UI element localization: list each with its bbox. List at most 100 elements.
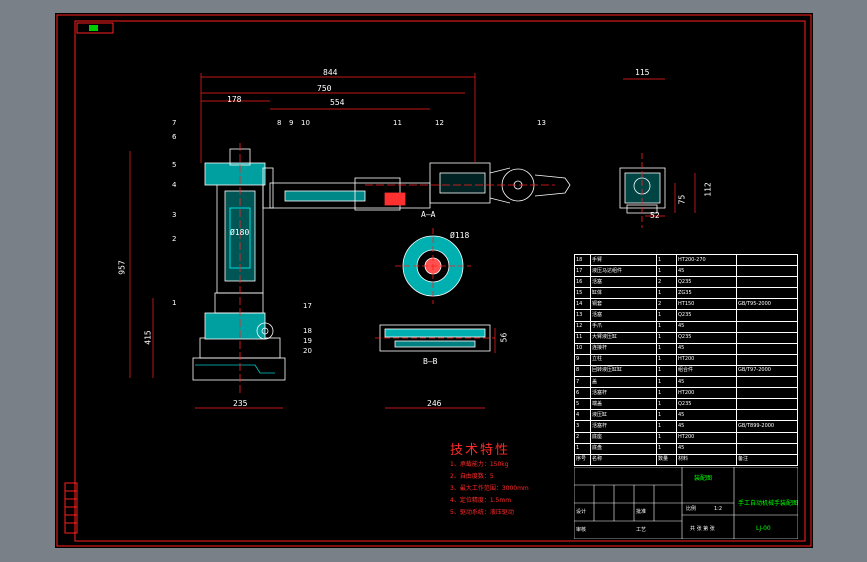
dim-112: 112 xyxy=(703,182,713,197)
drawing-sheet[interactable]: 844 750 178 554 957 415 235 246 115 75 1… xyxy=(55,13,813,548)
material-label: 装配图 xyxy=(694,475,713,482)
bom-cell: 1 xyxy=(656,409,677,422)
bom-cell: 14 xyxy=(574,298,591,311)
bom-cell xyxy=(736,353,798,366)
bom-cell xyxy=(736,376,798,389)
design-label: 设计 xyxy=(576,509,587,515)
scale-label: 比例 xyxy=(686,506,697,512)
part-label: 5 xyxy=(172,161,177,169)
drawing-number: LJ-00 xyxy=(756,525,771,532)
bom-cell: 10 xyxy=(574,342,591,355)
dim-118: Ø118 xyxy=(450,231,470,240)
bom-cell: 大臂液压缸 xyxy=(590,331,657,344)
drawing-title: 手工自动机械手装配图 xyxy=(738,500,799,507)
bom-header-cell: 名称 xyxy=(590,453,657,467)
title-block-grid xyxy=(574,467,798,539)
bom-cell: Q235 xyxy=(676,398,737,411)
bom-cell: 手臂 xyxy=(590,253,657,267)
dim-115: 115 xyxy=(635,68,650,77)
bom-cell: 18 xyxy=(574,253,591,267)
bom-header-cell: 备注 xyxy=(736,453,798,467)
bom-cell: 底座 xyxy=(590,431,657,444)
technical-notes-title: 技术特性 xyxy=(450,443,511,458)
dim-750: 750 xyxy=(317,84,332,93)
bom-cell: 底盘 xyxy=(590,442,657,455)
part-label: 17 xyxy=(303,302,312,310)
section-bb-label: B—B xyxy=(423,357,438,366)
bom-cell: 1 xyxy=(574,442,591,455)
dim-415: 415 xyxy=(143,330,153,345)
bom-cell: 1 xyxy=(656,331,677,344)
bom-cell: GB/T97-2000 xyxy=(736,364,798,378)
bom-cell: 1 xyxy=(656,364,677,378)
part-label: 7 xyxy=(172,119,177,127)
bom-cell xyxy=(736,387,798,400)
sheet-label: 共 张 第 张 xyxy=(690,526,715,532)
technical-note-item: 1、承载能力：150kg xyxy=(450,461,509,468)
part-label: 1 xyxy=(172,299,177,307)
bom-cell: 液压缸 xyxy=(590,409,657,422)
bom-header-cell: 材料 xyxy=(676,453,737,467)
bom-cell: 1 xyxy=(656,431,677,444)
bom-header-cell: 数量 xyxy=(656,453,677,467)
bom-cell: 1 xyxy=(656,253,677,267)
bom-cell: 13 xyxy=(574,309,591,322)
bom-cell: Q235 xyxy=(676,331,737,344)
bom-cell: 1 xyxy=(656,320,677,333)
technical-note-item: 2、自由度数：5 xyxy=(450,473,494,480)
bom-cell: HT200-270 xyxy=(676,253,737,267)
bom-cell xyxy=(736,287,798,300)
part-label: 11 xyxy=(393,119,402,127)
bom-header-cell: 序号 xyxy=(574,453,591,467)
bom-cell: GB/T95-2000 xyxy=(736,298,798,311)
corner-tag-mark xyxy=(89,25,98,31)
bom-cell xyxy=(736,442,798,455)
bom-cell xyxy=(736,431,798,444)
part-label: 12 xyxy=(435,119,444,127)
bom-cell: 1 xyxy=(656,342,677,355)
bom-cell: 活塞杆 xyxy=(590,387,657,400)
part-label: 13 xyxy=(537,119,546,127)
corner-tag-box xyxy=(76,22,114,34)
dim-554: 554 xyxy=(330,98,345,107)
inner-frame xyxy=(74,20,806,542)
bom-cell xyxy=(736,276,798,289)
part-label: 6 xyxy=(172,133,177,141)
bom-cell: HT200 xyxy=(676,431,737,444)
bom-cell: 1 xyxy=(656,287,677,300)
bom-cell xyxy=(736,342,798,355)
front-view xyxy=(192,143,571,393)
bom-cell: 1 xyxy=(656,265,677,278)
bom-cell xyxy=(736,409,798,422)
bom-cell: 组合件 xyxy=(676,364,737,378)
bom-cell xyxy=(736,320,798,333)
bom-cell: 9 xyxy=(574,353,591,366)
bom-cell: 2 xyxy=(574,431,591,444)
bom-cell: 17 xyxy=(574,265,591,278)
bom-cell: 45 xyxy=(676,420,737,433)
bom-cell: 2 xyxy=(656,276,677,289)
side-view xyxy=(619,153,666,228)
dimension-lines xyxy=(129,73,696,409)
bom-cell: 手爪 xyxy=(590,320,657,333)
bom-cell: HT200 xyxy=(676,387,737,400)
bom-cell: 12 xyxy=(574,320,591,333)
bom-cell xyxy=(736,309,798,322)
section-aa-label: A—A xyxy=(421,210,436,219)
bom-cell: 4 xyxy=(574,409,591,422)
bom-cell xyxy=(736,398,798,411)
bom-cell: 连接杆 xyxy=(590,342,657,355)
technical-notes: 技术特性 1、承载能力：150kg 2、自由度数：5 3、最大工作范围：3000… xyxy=(450,443,529,519)
